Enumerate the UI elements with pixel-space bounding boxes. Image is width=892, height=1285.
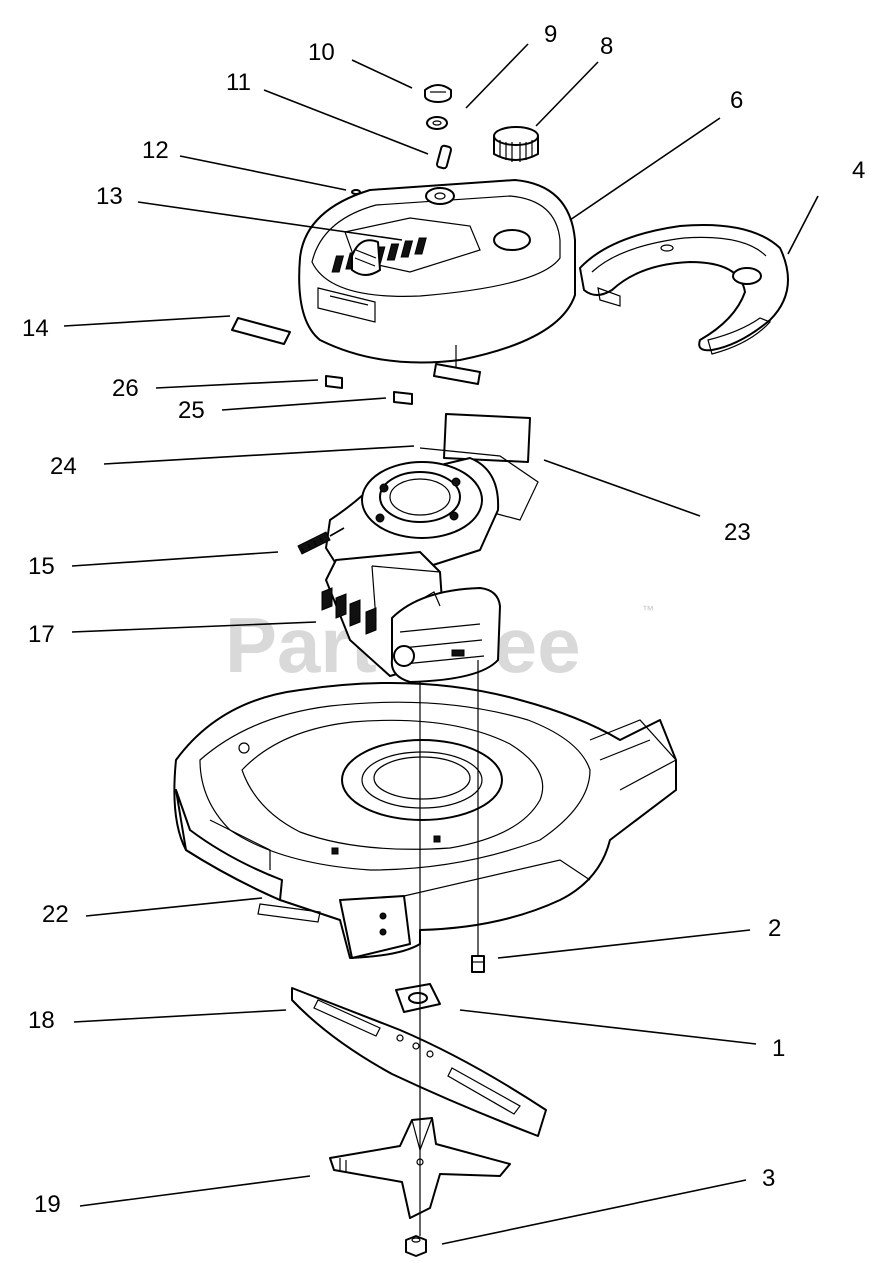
callout-13: 13 — [96, 183, 123, 210]
muffler[interactable] — [390, 587, 501, 683]
callout-labels: 10 9 8 6 11 12 13 4 14 26 25 24 23 15 17… — [22, 21, 865, 1218]
callout-1: 1 — [772, 1035, 785, 1062]
leader-lines — [63, 43, 819, 1245]
part-23-gasket[interactable] — [443, 413, 531, 463]
callout-14: 14 — [22, 315, 49, 342]
callout-12: 12 — [142, 137, 169, 164]
callout-24: 24 — [50, 453, 77, 480]
callout-9: 9 — [544, 21, 557, 48]
callout-23: 23 — [724, 519, 751, 546]
part-6-shroud[interactable] — [298, 179, 576, 385]
part-1-adapter[interactable] — [395, 983, 441, 1013]
part-15-spark-plug[interactable] — [297, 527, 345, 555]
callout-19: 19 — [34, 1191, 61, 1218]
callout-4: 4 — [852, 157, 865, 184]
callout-17: 17 — [28, 621, 55, 648]
callout-3: 3 — [762, 1165, 775, 1192]
part-8-fuel-cap[interactable] — [493, 126, 539, 162]
part-11-washer[interactable] — [426, 116, 448, 130]
callout-10: 10 — [308, 39, 335, 66]
callout-18: 18 — [28, 1007, 55, 1034]
callout-11: 11 — [226, 69, 251, 96]
callout-26: 26 — [112, 375, 139, 402]
part-3-nut[interactable] — [405, 1235, 427, 1257]
watermark-trademark: ™ — [642, 603, 654, 617]
part-14-label[interactable] — [231, 317, 291, 345]
callout-22: 22 — [42, 901, 69, 928]
part-26-clip[interactable] — [325, 375, 343, 389]
part-9-pin[interactable] — [435, 144, 453, 170]
part-25-clip[interactable] — [393, 391, 413, 405]
callout-6: 6 — [730, 87, 743, 114]
part-18-blade[interactable] — [291, 987, 547, 1137]
part-2-bolt[interactable] — [471, 660, 485, 973]
callout-25: 25 — [178, 397, 205, 424]
callout-8: 8 — [600, 33, 613, 60]
part-10-cap[interactable] — [424, 84, 452, 103]
part-22-deck[interactable] — [173, 681, 677, 959]
callout-2: 2 — [768, 915, 781, 942]
callout-15: 15 — [28, 553, 55, 580]
part-4-side-cover[interactable] — [579, 223, 789, 355]
